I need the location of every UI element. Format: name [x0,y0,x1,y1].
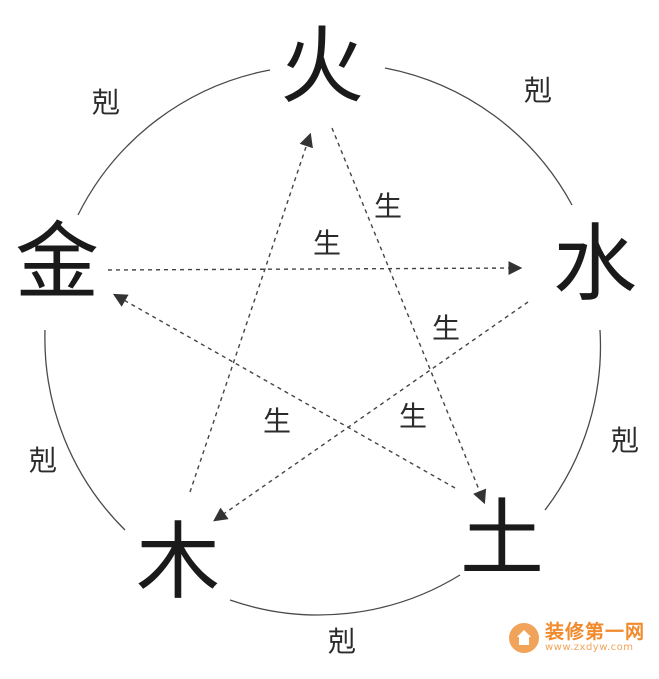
arrow-fire-to-earth [331,127,487,505]
sheng-label-wood-fire: 生 [263,405,291,438]
arrow-water-to-wood [213,301,529,522]
element-characters: 火 水 土 木 金 [15,17,637,611]
arc-fire-water [384,67,573,206]
sheng-label-fire-earth: 生 [374,190,402,223]
element-fire: 火 [280,17,364,115]
ke-label-fire-water: 剋 [524,74,552,107]
arc-water-earth [544,329,602,511]
watermark: 装修第一网 www.zxdyw.com [508,620,645,653]
watermark-url: www.zxdyw.com [544,641,634,653]
element-wood: 木 [136,513,220,611]
ke-label-metal-fire: 剋 [92,86,120,119]
arc-earth-wood [229,574,461,616]
arrow-earth-to-metal [112,293,456,489]
ke-label-wood-metal: 剋 [29,444,57,477]
sheng-labels: 生 生 生 生 生 [263,190,460,438]
ke-label-earth-wood: 剋 [328,625,356,658]
ke-labels: 剋 剋 剋 剋 剋 [29,74,639,658]
ke-label-water-earth: 剋 [611,424,639,457]
ke-cycle-arcs [44,67,602,616]
watermark-text: 装修第一网 www.zxdyw.com [544,620,645,653]
element-metal: 金 [15,213,99,311]
sheng-label-earth-metal: 生 [399,400,427,433]
house-logo-icon [508,622,539,653]
arrow-wood-to-fire [189,132,313,493]
sheng-label-water-wood: 生 [432,312,460,345]
element-water: 水 [553,215,637,313]
arc-metal-fire [77,69,271,216]
sheng-label-metal-water: 生 [313,227,341,260]
watermark-name: 装修第一网 [544,620,645,643]
element-earth: 土 [460,490,544,588]
arc-wood-metal [44,329,126,531]
sheng-cycle-arrows [107,127,529,522]
arrow-metal-to-water [107,261,523,276]
